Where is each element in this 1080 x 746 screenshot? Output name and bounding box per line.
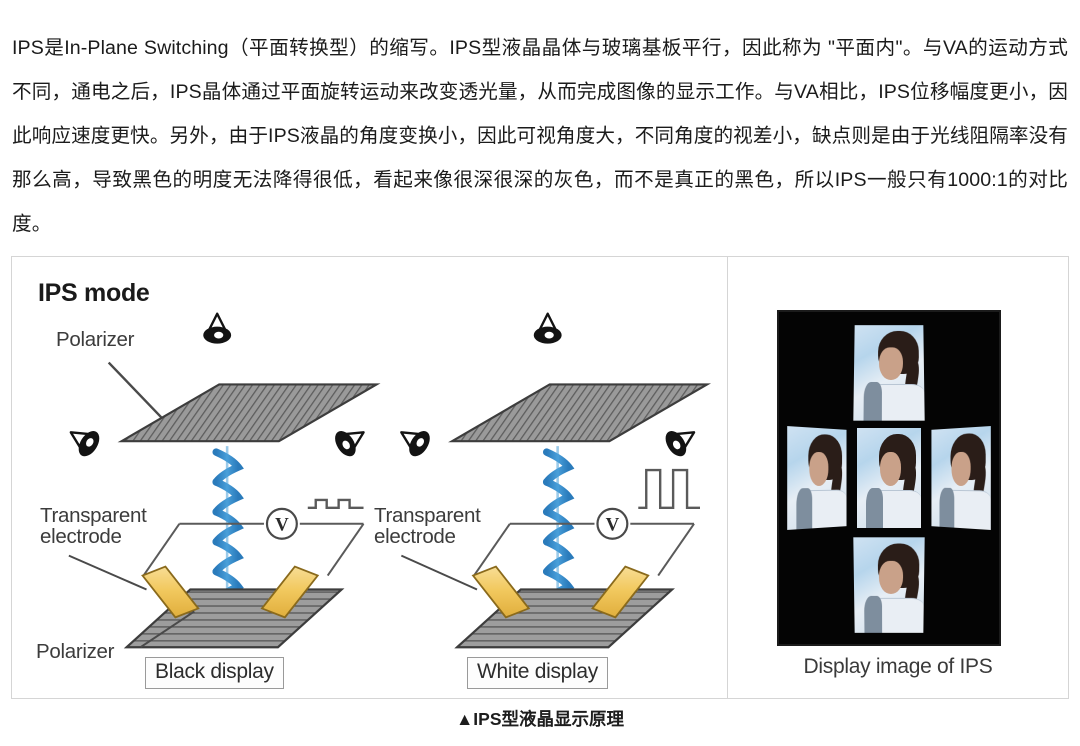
thumbnail-center <box>857 428 921 528</box>
label-transparent-electrode-left: Transparent electrode <box>40 504 147 548</box>
schematic-artwork: V <box>62 312 712 649</box>
thumbnail-bottom <box>853 537 925 633</box>
ips-display-image-panel: Display image of IPS <box>728 257 1068 698</box>
figure-container: IPS mode Polarizer Transparent electrode… <box>11 256 1069 699</box>
ips-schematic-panel: IPS mode Polarizer Transparent electrode… <box>12 257 728 698</box>
thumbnail-top <box>853 324 925 421</box>
label-polarizer-bottom: Polarizer <box>36 640 115 663</box>
thumbnail-left <box>786 426 846 530</box>
photo-panel-caption: Display image of IPS <box>803 655 993 678</box>
ips-mode-title: IPS mode <box>38 279 150 307</box>
label-polarizer-top: Polarizer <box>56 328 135 351</box>
label-transparent-electrode-right: Transparent electrode <box>374 504 481 548</box>
figure-caption: ▲IPS型液晶显示原理 <box>455 709 625 729</box>
article-paragraph: IPS是In-Plane Switching（平面转换型）的缩写。IPS型液晶晶… <box>12 36 1068 235</box>
thumbnail-right <box>931 426 990 530</box>
viewing-angle-photo-grid <box>777 310 1001 646</box>
state-label-black-display: Black display <box>145 657 284 689</box>
state-label-white-display: White display <box>467 657 608 689</box>
